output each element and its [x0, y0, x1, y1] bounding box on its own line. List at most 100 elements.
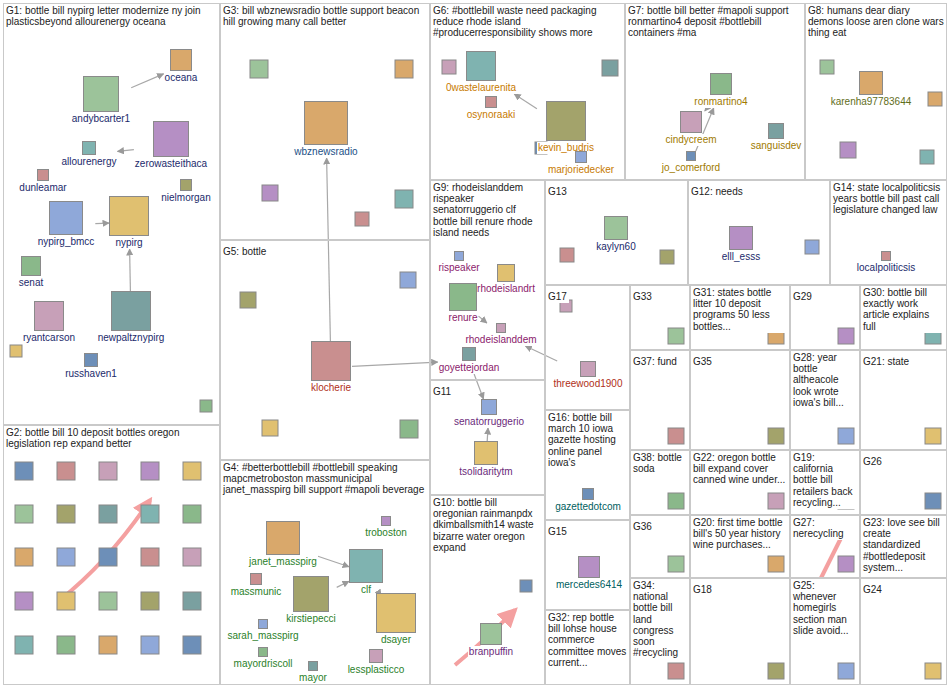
user-vertex: marjoriedecker: [547, 151, 615, 176]
avatar-icon: [395, 190, 413, 208]
user-vertex: mercedes6414: [555, 556, 623, 591]
group-heading: G29: [791, 290, 814, 303]
group-box: G31: states bottle litter 10 deposit pro…: [690, 285, 790, 350]
group-heading: G11: [431, 385, 453, 398]
edge-line: [705, 108, 707, 111]
group-heading: G27: nerecycling: [791, 516, 859, 540]
avatar-icon: [580, 361, 596, 377]
user-label: sanguisdev: [750, 140, 803, 152]
group-heading: G24: [861, 583, 884, 596]
group-box: G2: bottle bill 10 deposit bottles orego…: [3, 425, 220, 685]
avatar-icon: [369, 649, 383, 663]
group-box: G11senatorruggeriotsolidaritytm: [430, 380, 545, 495]
avatar-icon: [141, 548, 159, 566]
avatar-icon: [582, 488, 594, 500]
user-label: allourenergy: [60, 156, 117, 168]
group-box: G29: [790, 285, 860, 350]
group-heading: G30: bottle bill exactly work article ex…: [861, 286, 946, 333]
user-label: renure: [448, 312, 479, 324]
avatar-icon: [925, 493, 941, 509]
avatar-icon: [680, 111, 702, 133]
user-vertex: senat: [18, 256, 44, 289]
user-vertex: oceana: [164, 49, 199, 84]
avatar-icon: [838, 328, 854, 344]
user-vertex: kaylyn60: [595, 216, 636, 253]
user-vertex: kirstiepecci: [285, 576, 336, 625]
edge-line: [95, 223, 109, 225]
user-label: andybcarter1: [71, 113, 131, 125]
avatar-icon: [668, 428, 684, 444]
avatar-icon: [111, 291, 151, 331]
user-vertex: kevin_budris: [537, 101, 595, 154]
avatar-icon: [141, 462, 159, 480]
user-label: localpoliticsis: [856, 262, 916, 274]
avatar-icon: [183, 548, 201, 566]
group-heading: G37: fund: [631, 355, 679, 368]
avatar-icon: [99, 462, 117, 480]
avatar-icon: [768, 428, 784, 444]
avatar-icon: [838, 556, 854, 572]
avatar-icon: [928, 92, 942, 106]
user-label: rispeaker: [437, 262, 480, 274]
avatar-icon: [454, 251, 464, 261]
avatar-icon: [293, 576, 329, 612]
user-vertex: newpaltznypirg: [97, 291, 166, 344]
group-box: G23: love see bill create standardized #…: [860, 515, 947, 578]
avatar-icon: [838, 428, 854, 444]
user-label: jo_comerford: [661, 162, 721, 174]
user-label: marjoriedecker: [547, 164, 615, 176]
user-label: 0wastelaurenita: [445, 82, 517, 94]
user-label: klocherie: [310, 382, 352, 394]
avatar-icon: [400, 420, 418, 438]
group-heading: G18: [691, 583, 714, 596]
group-box: G6: #bottlebill waste need packaging red…: [430, 3, 625, 180]
avatar-icon: [170, 49, 192, 71]
edge-line: [327, 158, 331, 341]
group-box: G3: bill wbznewsradio bottle support bea…: [220, 3, 430, 240]
user-vertex: rispeaker: [437, 251, 480, 274]
avatar-icon: [82, 141, 96, 155]
group-heading: G36: [631, 520, 654, 533]
avatar-icon: [805, 240, 819, 254]
user-label: dunleamar: [18, 182, 67, 194]
group-box: G34: national bottle bill land congress …: [630, 578, 690, 685]
group-heading: G17: [546, 290, 569, 303]
user-vertex: rhodeislanddem: [464, 323, 537, 346]
user-label: ryantcarson: [22, 332, 76, 344]
user-label: troboston: [364, 527, 408, 539]
group-box: G10: bottle bill oregonian rainmanpdx dk…: [430, 495, 545, 685]
group-heading: G26: [861, 455, 884, 468]
self-loop-arrow: [455, 610, 515, 665]
avatar-icon: [768, 556, 784, 572]
group-heading: G25: whenever homegirls section man slid…: [791, 579, 859, 637]
group-heading: G28: year bottle altheacole look wrote i…: [791, 351, 859, 409]
avatar-icon: [57, 548, 75, 566]
group-box: G19: california bottle bill retailers ba…: [790, 450, 860, 515]
avatar-icon: [710, 73, 732, 95]
group-box: G33: [630, 285, 690, 350]
user-vertex: zerowasteithaca: [134, 121, 208, 170]
group-box: G4: #betterbottlebill #bottlebill speaki…: [220, 460, 430, 685]
group-box: G16: bottle bill march 10 iowa gazette h…: [545, 410, 630, 520]
group-box: G20: first time bottle bill's 50 year hi…: [690, 515, 790, 578]
user-vertex: lessplasticco: [347, 649, 406, 676]
avatar-icon: [376, 593, 416, 633]
user-label: sarah_masspirg: [226, 630, 299, 642]
avatar-icon: [668, 493, 684, 509]
group-box: G27: nerecycling: [790, 515, 860, 578]
user-vertex: osynoraaki: [466, 96, 516, 121]
user-label: newpaltznypirg: [97, 332, 166, 344]
user-vertex: russhaven1: [64, 353, 118, 380]
user-label: zerowasteithaca: [134, 158, 208, 170]
avatar-icon: [668, 556, 684, 572]
avatar-icon: [49, 201, 83, 235]
group-box: G32: rep bottle bill lohse house commerc…: [545, 610, 630, 685]
avatar-icon: [449, 283, 477, 311]
group-box: G5: bottleklocherie: [220, 240, 430, 460]
avatar-icon: [925, 428, 941, 444]
group-box: G9: rhodeislanddem rispeaker senatorrugg…: [430, 180, 545, 380]
group-box: G17threewood1900: [545, 285, 630, 410]
avatar-icon: [604, 216, 628, 240]
user-vertex: branpuffin: [468, 623, 514, 658]
avatar-icon: [838, 663, 854, 679]
